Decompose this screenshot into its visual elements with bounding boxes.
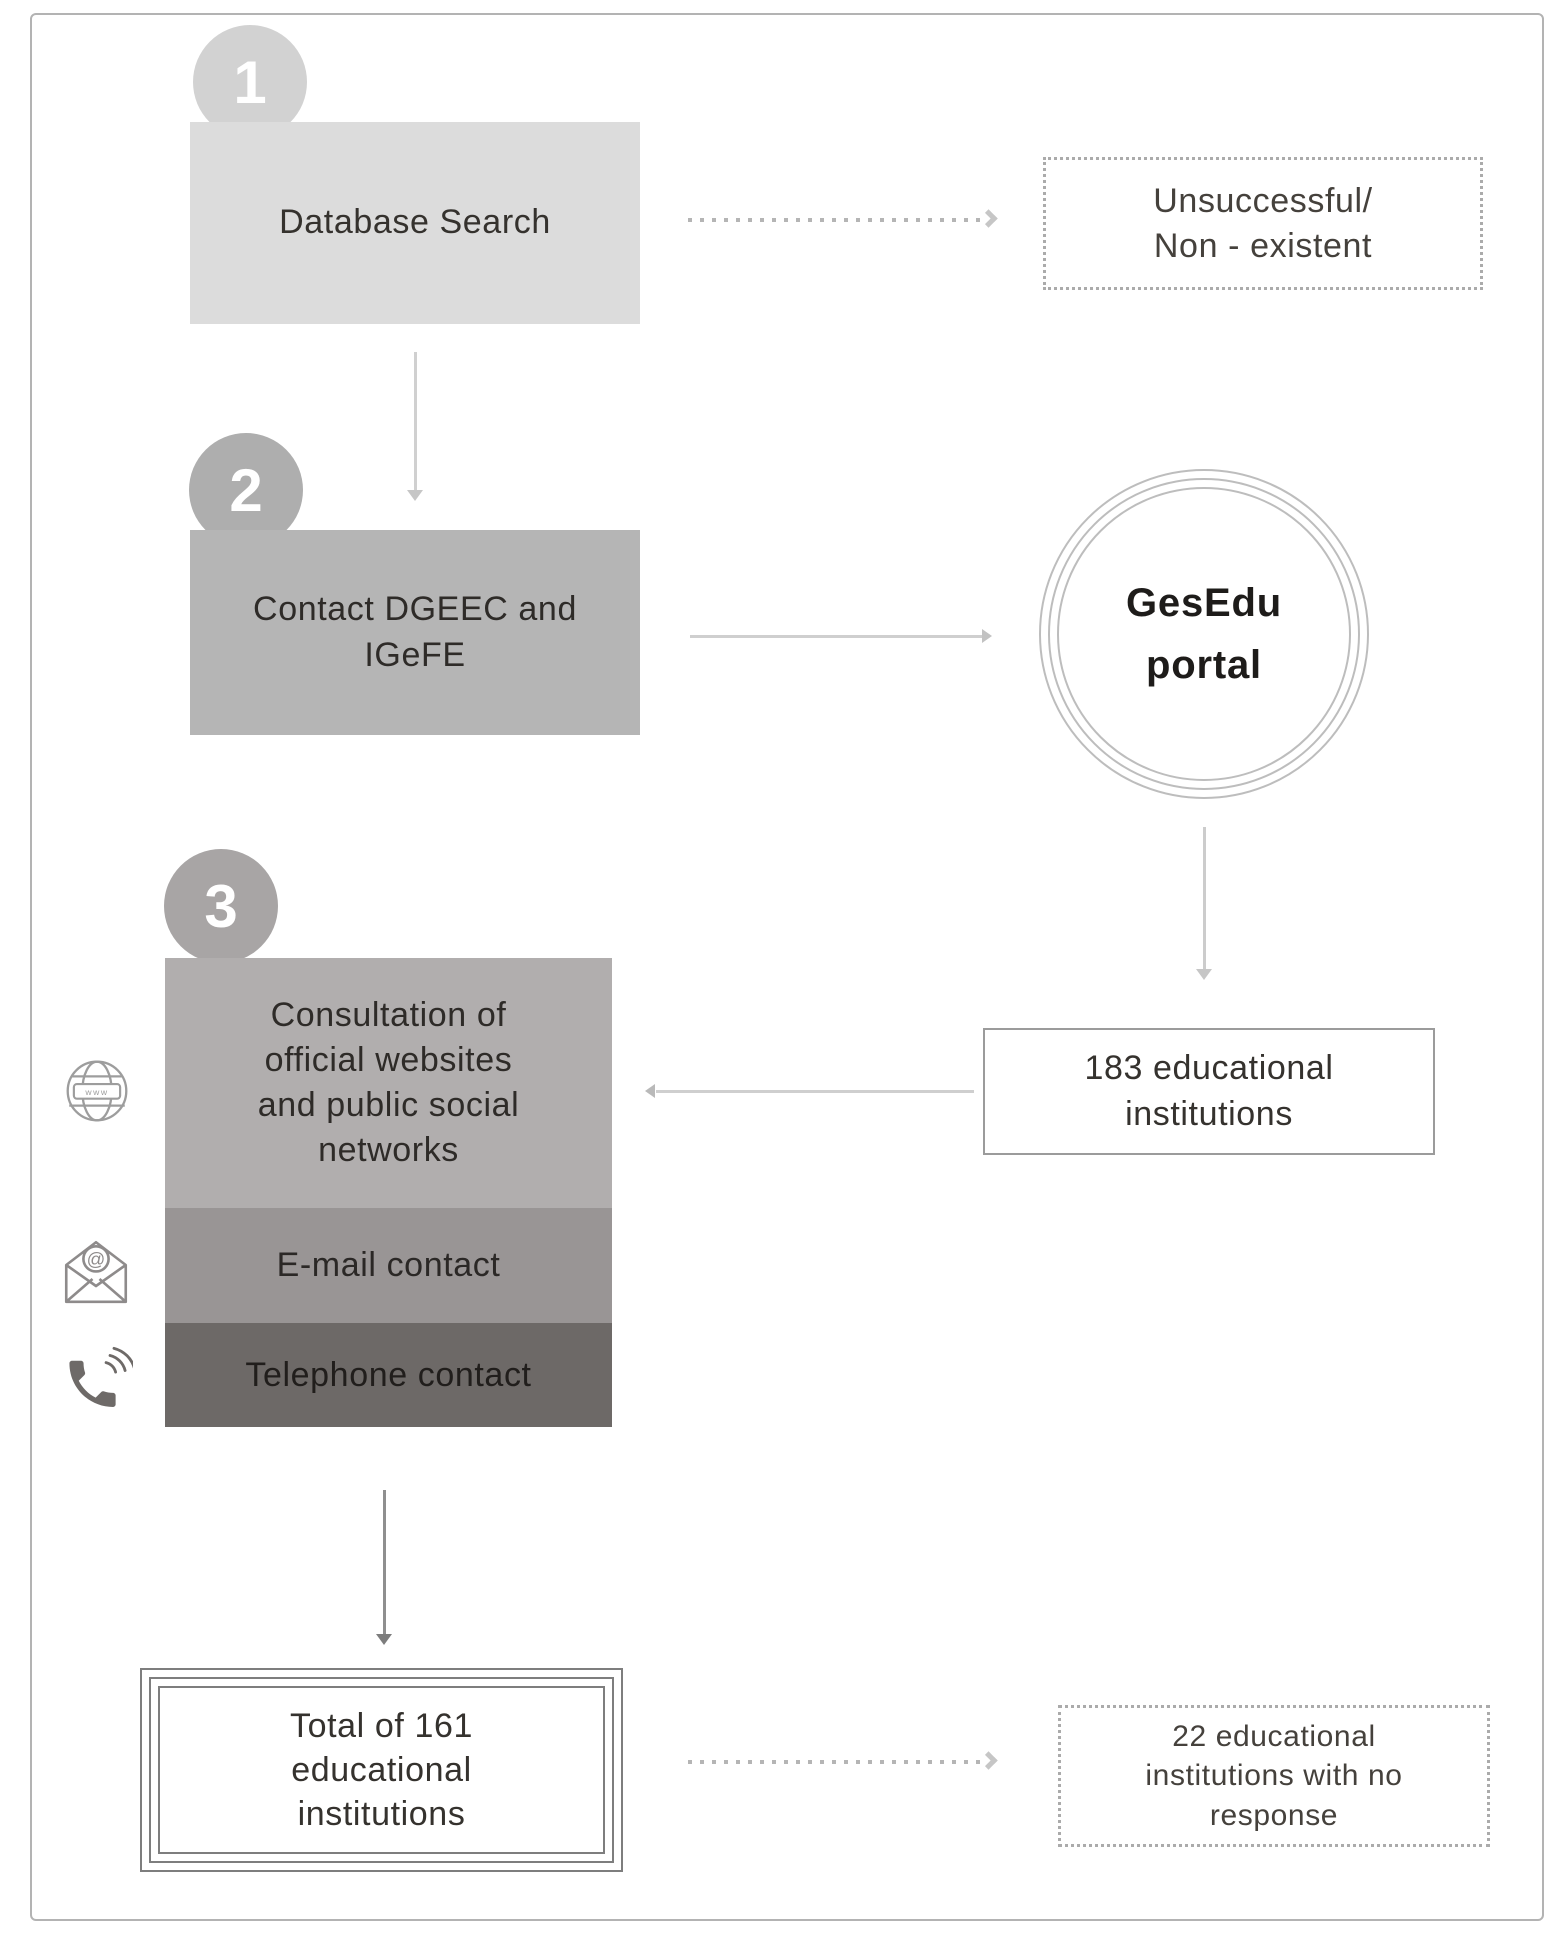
no-response-line2: institutions with no (1145, 1759, 1403, 1793)
no-response-box: 22 educational institutions with no resp… (1058, 1705, 1490, 1847)
arrow-found-to-step3 (656, 1090, 974, 1093)
figure-border (30, 13, 1544, 1921)
unsuccessful-line2: Non - existent (1153, 226, 1373, 265)
step1-box: Database Search (190, 122, 640, 324)
www-globe-icon: www (60, 1052, 134, 1130)
step2-line2: IGeFE (364, 635, 466, 674)
arrow-total-to-noresponse (688, 1760, 984, 1764)
method-phone-label: Telephone contact (245, 1355, 532, 1394)
arrow-step2-to-portal (690, 635, 984, 638)
portal-label: GesEdu portal (1057, 487, 1351, 781)
total-line3: institutions (297, 1795, 466, 1834)
step2-box: Contact DGEEC and IGeFE (190, 530, 640, 735)
www-globe-text: www (84, 1087, 108, 1097)
no-response-line1: 22 educational (1172, 1719, 1376, 1753)
arrowhead-down-icon (407, 490, 423, 501)
total-label: Total of 161 educational institutions (158, 1686, 605, 1854)
method-web: Consultation of official websites and pu… (165, 958, 612, 1208)
step3-box: Consultation of official websites and pu… (165, 958, 612, 1427)
method-phone: Telephone contact (165, 1323, 612, 1427)
portal-circle-ring: GesEdu portal (1048, 478, 1360, 790)
method-email: E-mail contact (165, 1208, 612, 1323)
arrowhead-down-icon (376, 1634, 392, 1645)
step1-number: 1 (233, 48, 267, 116)
step3-number: 3 (204, 872, 238, 940)
arrowhead-right-icon (982, 629, 992, 643)
arrowhead-left-icon (645, 1084, 655, 1098)
step2-line1: Contact DGEEC and (253, 589, 577, 628)
portal-circle: GesEdu portal (1039, 469, 1369, 799)
step2-number: 2 (229, 456, 263, 524)
portal-line1: GesEdu (1126, 581, 1282, 625)
arrow-step3-to-total (383, 1490, 386, 1636)
step3-number-badge: 3 (164, 849, 278, 963)
step1-label: Database Search (279, 203, 551, 242)
arrowhead-down-icon (1196, 969, 1212, 980)
unsuccessful-box: Unsuccessful/ Non - existent (1043, 157, 1483, 290)
method-web-line4: networks (318, 1130, 459, 1169)
method-web-line1: Consultation of (270, 996, 507, 1035)
total-line2: educational (291, 1750, 472, 1789)
email-icon: @ (54, 1230, 138, 1314)
unsuccessful-line1: Unsuccessful/ (1153, 182, 1373, 221)
method-email-label: E-mail contact (276, 1246, 501, 1285)
method-web-line3: and public social (257, 1086, 520, 1124)
total-box: Total of 161 educational institutions (140, 1668, 623, 1872)
total-box-middle-border: Total of 161 educational institutions (149, 1677, 614, 1863)
arrow-step1-to-step2 (414, 352, 417, 492)
found-line2: institutions (1125, 1094, 1293, 1133)
no-response-line3: response (1209, 1798, 1339, 1832)
arrow-portal-to-found (1203, 827, 1206, 971)
email-at-text: @ (87, 1248, 106, 1269)
institutions-found-box: 183 educational institutions (983, 1028, 1435, 1155)
telephone-icon (57, 1342, 133, 1418)
found-line1: 183 educational (1084, 1048, 1334, 1087)
method-web-line2: official websites (264, 1041, 513, 1080)
total-line1: Total of 161 (290, 1706, 473, 1745)
step1-number-badge: 1 (193, 25, 307, 139)
portal-line2: portal (1146, 643, 1262, 687)
arrow-step1-to-unsuccessful (688, 218, 984, 222)
step2-number-badge: 2 (189, 433, 303, 547)
